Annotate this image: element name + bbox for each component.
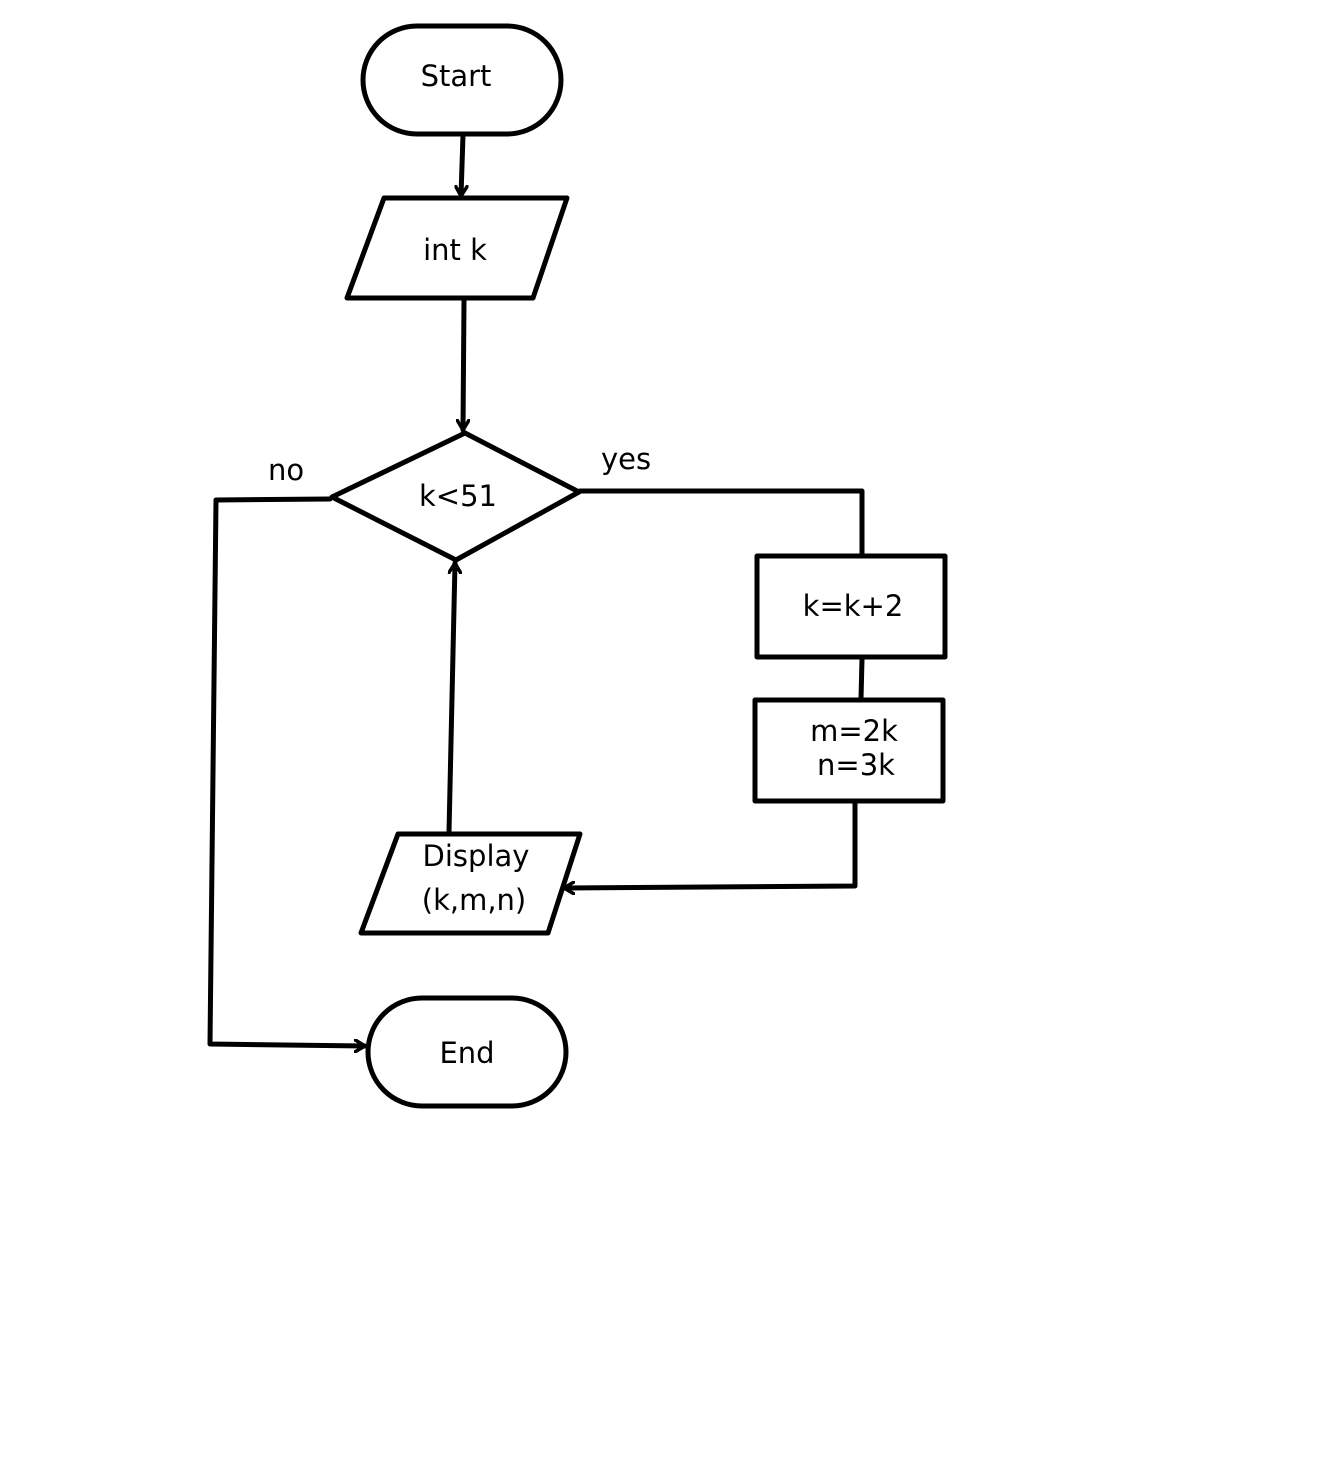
start-label: Start (421, 59, 492, 93)
input-data-shape (344, 195, 570, 301)
display-label-line-1: Display (423, 839, 530, 873)
increment-label: k=k+2 (803, 589, 904, 623)
compute-label-line-2: n=3k (817, 748, 895, 782)
edge-decision-no-to-end (207, 496, 368, 1046)
edge-decision-yes-to-increment (577, 488, 865, 558)
end-terminator-shape (365, 995, 569, 1109)
node-input: int k (344, 195, 570, 301)
edge-compute-to-display (561, 800, 858, 888)
decision-label: k<51 (419, 479, 497, 513)
node-increment: k=k+2 (754, 553, 948, 660)
edge-input-to-decision (463, 297, 464, 433)
edge-start-to-input (461, 132, 463, 199)
start-terminator-shape (360, 23, 564, 137)
display-data-shape (358, 831, 583, 936)
edge-label-yes: yes (601, 442, 651, 476)
node-start: Start (360, 23, 564, 137)
node-decision: k<51 (329, 430, 582, 563)
display-label-line-2: (k,m,n) (422, 883, 527, 917)
node-compute: m=2k n=3k (752, 697, 946, 804)
edge-label-no: no (268, 453, 304, 487)
compute-process-shape (752, 697, 946, 804)
decision-diamond-shape (329, 430, 582, 563)
edge-display-to-decision (446, 560, 455, 835)
increment-process-shape (754, 553, 948, 660)
node-display: Display (k,m,n) (358, 831, 583, 936)
input-label: int k (423, 233, 487, 267)
edges (207, 132, 865, 1046)
node-end: End (365, 995, 569, 1109)
end-label: End (439, 1036, 494, 1070)
edge-increment-to-compute (858, 656, 865, 702)
compute-label-line-1: m=2k (810, 714, 898, 748)
